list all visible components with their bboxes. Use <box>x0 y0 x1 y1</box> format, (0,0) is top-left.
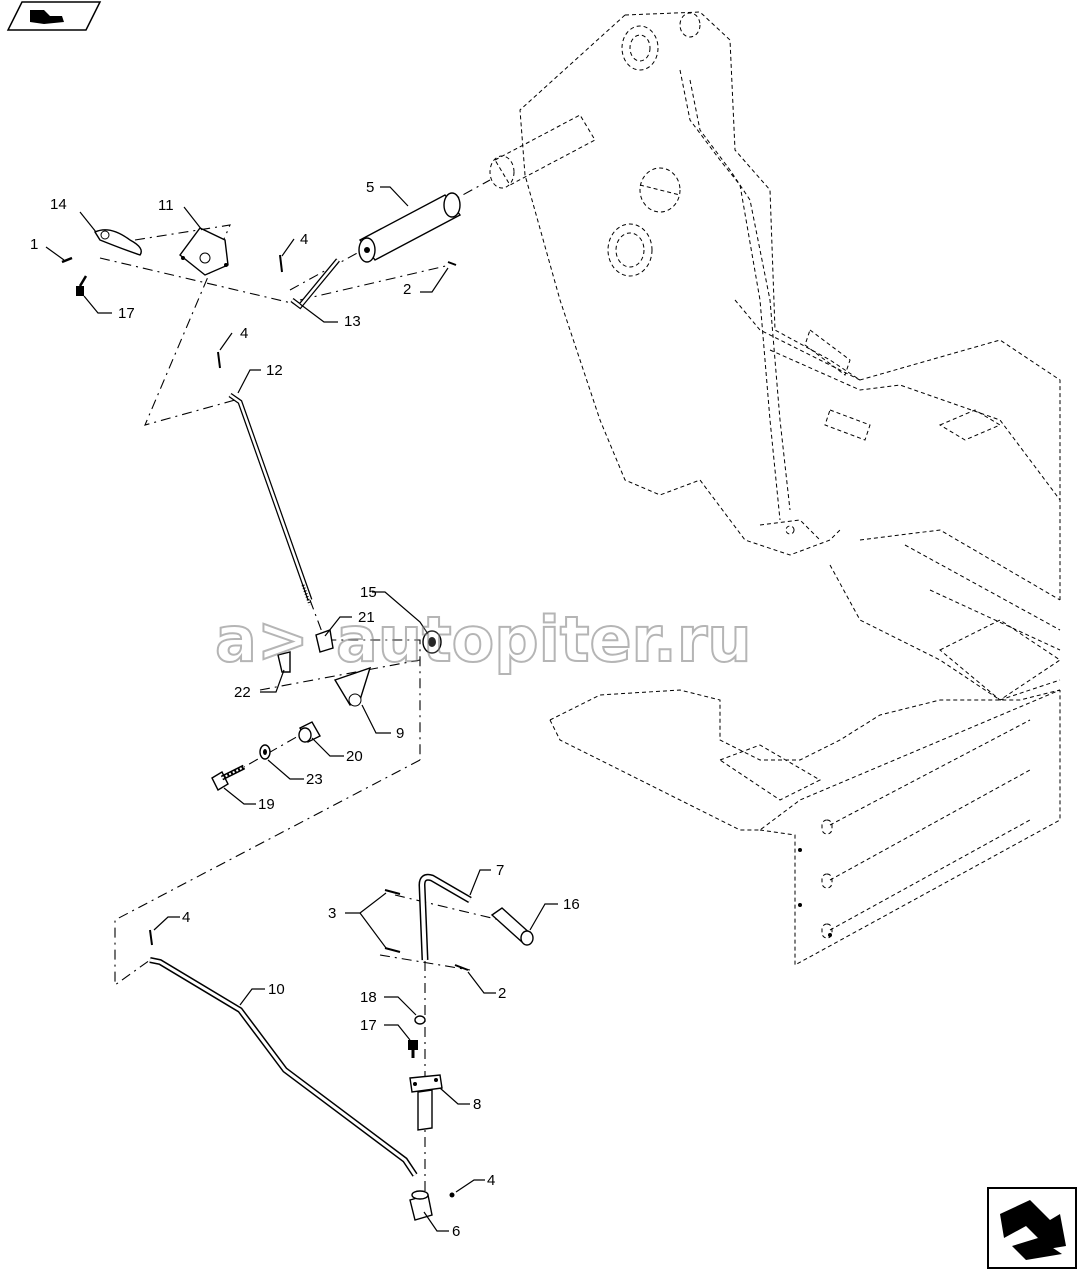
callout-23: 23 <box>306 771 323 788</box>
callout-4-left: 4 <box>182 909 190 926</box>
part-16-grip <box>490 907 534 946</box>
part-19-bolt <box>211 764 246 791</box>
callout-7: 7 <box>496 862 504 879</box>
part-18-washer <box>414 1015 426 1025</box>
part-22-clip <box>277 651 291 673</box>
pin-2-top <box>447 261 457 266</box>
next-page-arrow-icon[interactable] <box>987 1187 1077 1269</box>
callout-15: 15 <box>360 584 377 601</box>
part-12-long-rod <box>228 392 313 606</box>
bolt-1 <box>61 256 73 264</box>
callout-18: 18 <box>360 989 377 1006</box>
assembly-lines <box>99 179 501 1200</box>
pin-4-mid <box>217 351 221 369</box>
callout-12: 12 <box>266 362 283 379</box>
part-23-washer <box>259 744 271 760</box>
bolt-17-bottom <box>408 1040 418 1058</box>
floor-plate <box>549 689 1061 966</box>
callout-4-mid: 4 <box>240 325 248 342</box>
callout-4-top: 4 <box>300 231 308 248</box>
callout-labels: 1 14 11 17 5 4 2 13 4 12 15 21 22 9 20 2… <box>30 179 580 1240</box>
part-14-clip <box>93 229 142 256</box>
callout-11: 11 <box>158 197 174 214</box>
part-6-clevis <box>409 1190 433 1221</box>
callout-14: 14 <box>50 196 67 213</box>
part-5-spring-cylinder <box>358 192 462 263</box>
book-icon[interactable] <box>6 1 102 31</box>
callout-10: 10 <box>268 981 285 998</box>
callout-9: 9 <box>396 725 404 742</box>
frame-sleeve <box>489 114 596 189</box>
callout-20: 20 <box>346 748 363 765</box>
part-10-lower-rod <box>149 957 418 1177</box>
part-9-lever <box>333 666 372 707</box>
callout-13: 13 <box>344 313 361 330</box>
callout-6: 6 <box>452 1223 460 1240</box>
part-15-bushing <box>422 630 442 654</box>
callout-19: 19 <box>258 796 275 813</box>
bolt-17-top <box>76 275 88 296</box>
callout-3: 3 <box>328 905 336 922</box>
watermark-logo: a> <box>215 603 309 676</box>
watermark: a> autopiter.ru <box>214 602 753 677</box>
callout-17-bottom: 17 <box>360 1017 377 1034</box>
callout-1: 1 <box>30 236 38 253</box>
part-11-bracket <box>179 227 229 276</box>
pin-2-lower <box>454 964 469 971</box>
callout-22: 22 <box>234 684 251 701</box>
part-13-bent-rod <box>290 258 340 310</box>
pin-3-lower <box>384 947 401 953</box>
callout-leaders <box>45 186 558 1232</box>
pin-4-left <box>149 929 153 946</box>
callout-16: 16 <box>563 896 580 913</box>
pin-4-bottom <box>449 1192 455 1198</box>
machine-frame <box>519 11 1061 701</box>
callout-4-bottom: 4 <box>487 1172 495 1189</box>
part-21-clevis <box>315 629 334 653</box>
pin-4-top <box>279 254 283 273</box>
callout-2-top: 2 <box>403 281 411 298</box>
pin-3-upper <box>384 889 401 895</box>
callout-17-top: 17 <box>118 305 135 322</box>
callout-2-lower: 2 <box>498 985 506 1002</box>
callout-21: 21 <box>358 609 375 626</box>
watermark-text: autopiter.ru <box>336 603 752 676</box>
part-8-post <box>409 1074 443 1131</box>
callout-8: 8 <box>473 1096 481 1113</box>
callout-5: 5 <box>366 179 374 196</box>
part-7-handle <box>418 873 472 961</box>
part-20-spacer <box>298 721 321 743</box>
